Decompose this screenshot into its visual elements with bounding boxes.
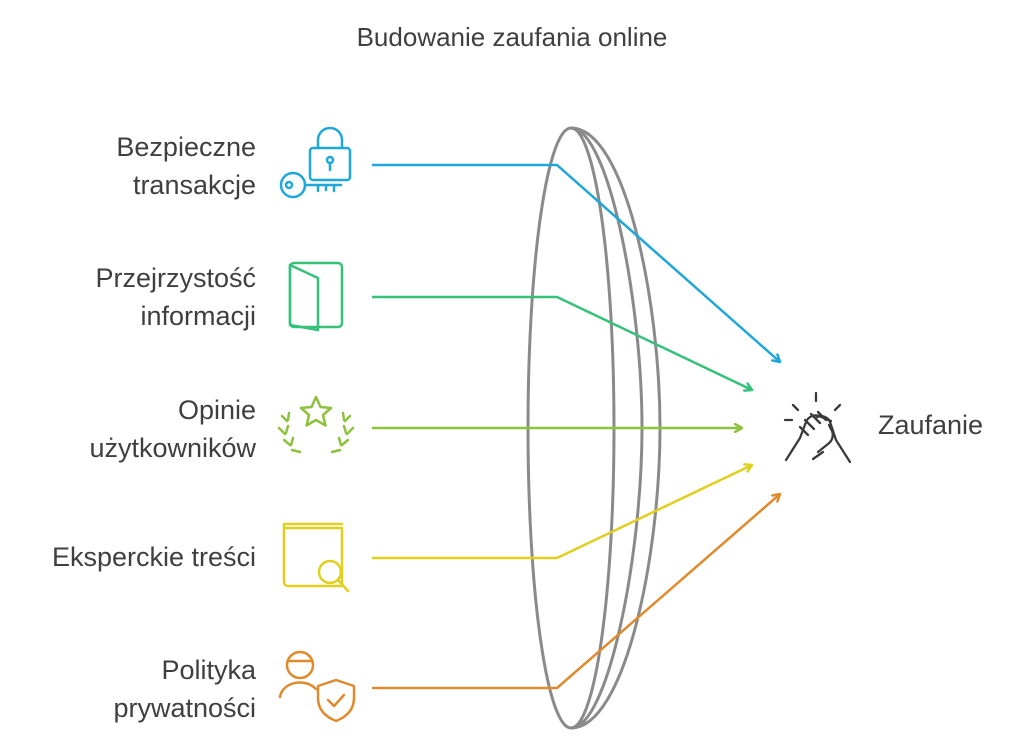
label-line: Przejrzystość: [95, 263, 256, 293]
star-laurel-icon: [277, 395, 355, 454]
arrow-eksperckie-tresci: [372, 465, 752, 560]
handshake-icon: [783, 391, 852, 464]
label-line: Opinie: [177, 395, 256, 425]
output-label: Zaufanie: [878, 410, 984, 440]
label-line: transakcje: [132, 170, 256, 200]
label-line: prywatności: [113, 693, 256, 723]
arrow-przejrzystosc-informacji: [372, 295, 752, 390]
label-line: Bezpieczne: [116, 132, 256, 162]
label-przejrzystosc-informacji: Przejrzystość informacji: [95, 259, 256, 335]
label-line: użytkowników: [89, 433, 256, 463]
arrow-bezpieczne-transakcje: [372, 163, 780, 362]
label-line: Eksperckie treści: [51, 542, 256, 572]
label-line: informacji: [140, 301, 256, 331]
label-opinie-uzytkownikow: Opinie użytkowników: [89, 391, 256, 467]
label-line: Polityka: [161, 655, 256, 685]
label-polityka-prywatnosci: Polityka prywatności: [113, 651, 256, 727]
diagram-title: Budowanie zaufania online: [356, 22, 668, 52]
open-door-icon: [288, 261, 344, 332]
book-magnifier-icon: [282, 522, 350, 593]
user-shield-icon: [278, 650, 356, 723]
label-eksperckie-tresci: Eksperckie treści: [52, 538, 256, 576]
arrow-polityka-prywatnosci: [372, 494, 780, 690]
label-bezpieczne-transakcje: Bezpieczne transakcje: [116, 128, 256, 204]
lock-key-icon: [279, 126, 352, 199]
